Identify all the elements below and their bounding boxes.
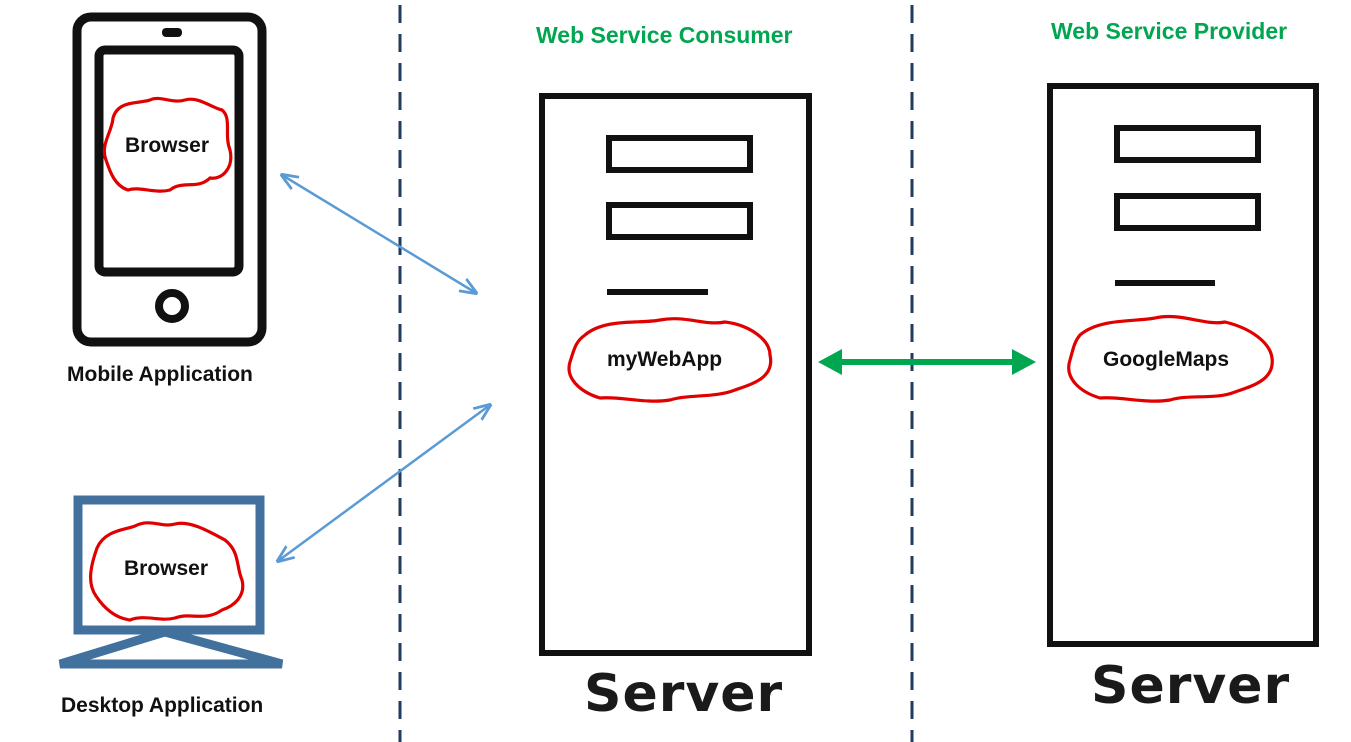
googlemaps-label: GoogleMaps — [1103, 348, 1230, 371]
desktop-consumer-arrow — [278, 405, 490, 561]
mobile-phone-icon — [72, 12, 267, 347]
consumer-server-caption: Server — [584, 664, 784, 724]
mobile-consumer-arrow — [282, 175, 476, 293]
provider-header: Web Service Provider — [1051, 18, 1288, 44]
mywebapp-label: myWebApp — [607, 348, 723, 371]
mobile-browser-cloud — [102, 96, 233, 193]
desktop-browser-label: Browser — [124, 557, 209, 580]
googlemaps-cloud — [1067, 314, 1274, 403]
desktop-application-caption: Desktop Application — [61, 694, 264, 717]
consumer-server-icon — [539, 93, 812, 656]
desktop-browser-cloud — [89, 521, 245, 622]
mobile-application-caption: Mobile Application — [67, 363, 253, 386]
provider-server-caption: Server — [1091, 656, 1291, 716]
consumer-header: Web Service Consumer — [536, 22, 793, 48]
consumer-provider-arrow — [818, 349, 1036, 375]
mywebapp-cloud — [567, 317, 773, 403]
mobile-browser-label: Browser — [125, 134, 210, 157]
